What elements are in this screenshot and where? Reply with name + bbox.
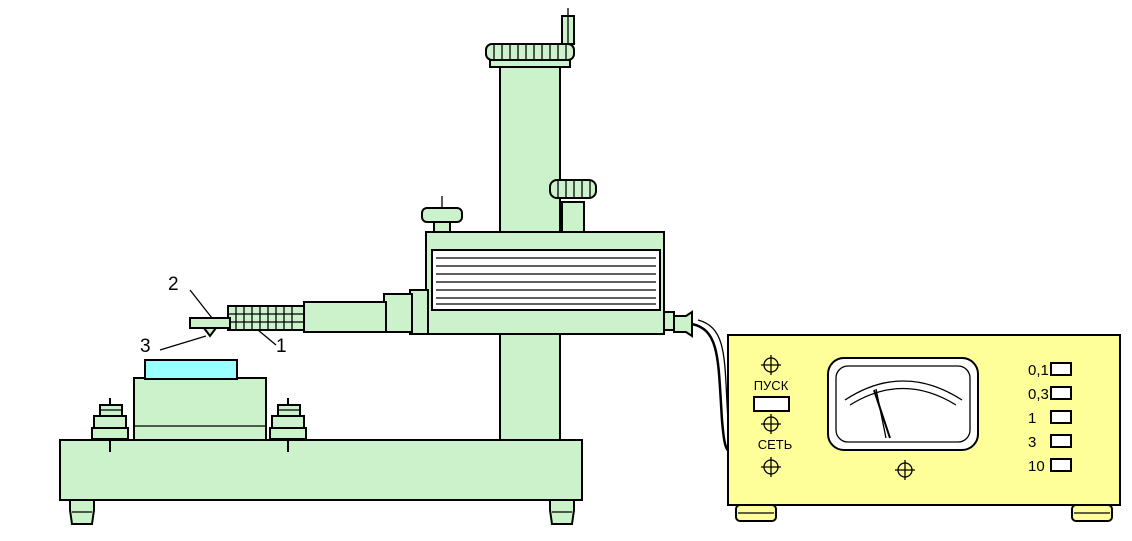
range-label: 3	[1028, 434, 1036, 451]
probe-arm	[189, 289, 429, 338]
callout-3: 3	[140, 336, 151, 357]
specimen-block	[144, 359, 238, 380]
carriage	[421, 179, 693, 338]
clamp-screw-left	[91, 398, 129, 452]
range-label: 1	[1028, 410, 1036, 427]
callouts: 2 1 3	[140, 274, 287, 357]
crosshair-screw-icon	[761, 355, 781, 375]
crosshair-screw-icon	[895, 460, 915, 480]
specimen-holder	[133, 359, 267, 441]
callout-1: 1	[276, 336, 287, 357]
power-label: СЕТЬ	[758, 437, 793, 452]
control-unit: ПУСК СЕТЬ 0,1 0,3 1 3 10	[727, 334, 1121, 522]
range-indicator-icon[interactable]	[1050, 362, 1072, 376]
crosshair-screw-icon	[761, 414, 781, 434]
range-indicator-icon[interactable]	[1050, 410, 1072, 424]
range-label: 10	[1028, 458, 1045, 475]
crosshair-screw-icon	[761, 457, 781, 477]
callout-2: 2	[168, 274, 179, 295]
signal-cable	[691, 322, 731, 454]
start-button[interactable]	[753, 396, 790, 412]
clamp-screw-right	[269, 398, 307, 452]
range-indicator-icon[interactable]	[1050, 386, 1072, 400]
range-indicator-icon[interactable]	[1050, 458, 1072, 472]
vertical-column	[485, 8, 575, 441]
range-indicator-icon[interactable]	[1050, 434, 1072, 448]
start-label: ПУСК	[754, 378, 789, 393]
base-plate	[59, 439, 583, 525]
needle-gauge-icon	[827, 357, 979, 451]
range-label: 0,3	[1028, 386, 1049, 403]
range-label: 0,1	[1028, 362, 1049, 379]
